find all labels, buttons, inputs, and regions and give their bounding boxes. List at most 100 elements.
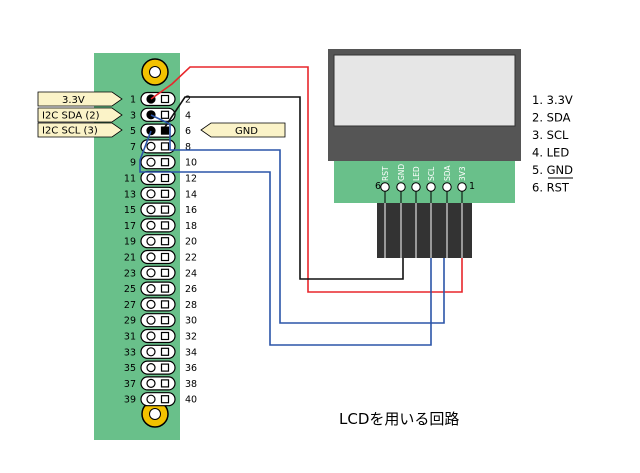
pin-number-right: 36 — [185, 363, 197, 374]
tag-sda: I2C SDA (2) — [37, 107, 123, 123]
pin-number-right: 30 — [185, 316, 197, 327]
mounting-hole-top — [141, 58, 169, 86]
pin-list-item: 3. SCL — [532, 128, 569, 142]
gpio-pin-19 — [146, 236, 156, 246]
tag-scl: I2C SCL (3) — [37, 122, 123, 138]
lcd-pin — [442, 182, 452, 192]
gpio-pin-pair — [140, 234, 176, 249]
pin-number-right: 8 — [185, 142, 191, 153]
gpio-pin-pair — [140, 186, 176, 201]
tag-sda-text: I2C SDA (2) — [42, 111, 100, 122]
lcd-header-label: GND — [397, 164, 406, 181]
gpio-pin-37 — [146, 378, 156, 388]
gpio-pin-38 — [160, 379, 170, 388]
gpio-pin-33 — [146, 347, 156, 357]
tag-3v3: 3.3V — [37, 91, 123, 107]
gpio-pin-14 — [160, 189, 170, 198]
pin-number-left: 37 — [124, 379, 136, 390]
lcd-pin — [426, 182, 436, 192]
pin-list-item: 6. RST — [532, 181, 570, 195]
gpio-pin-pair — [140, 297, 176, 312]
pin-number-right: 10 — [185, 158, 197, 169]
gpio-pin-15 — [146, 205, 156, 215]
gpio-pin-pair — [140, 360, 176, 375]
gpio-pin-12 — [160, 173, 170, 183]
tag-3v3-text: 3.3V — [62, 95, 85, 106]
gpio-pin-10 — [160, 158, 170, 167]
lcd-pin — [457, 182, 467, 192]
lcd-pin — [380, 182, 390, 192]
gpio-pin-20 — [160, 237, 170, 246]
gpio-pin-pair — [140, 170, 176, 186]
pin-list-item: 5. GND — [532, 163, 573, 177]
gpio-pin-pair — [140, 328, 176, 344]
gpio-pin-22 — [160, 252, 170, 262]
lcd-pcb — [334, 161, 515, 203]
pin-number-left: 29 — [124, 316, 136, 327]
tag-gnd-text: GND — [235, 126, 258, 137]
pin-number-right: 18 — [185, 221, 197, 232]
gpio-pin-26 — [160, 284, 170, 293]
pin-number-right: 20 — [185, 237, 197, 248]
gpio-pin-31 — [146, 331, 156, 341]
gpio-pin-9 — [146, 157, 156, 167]
pin-number-left: 19 — [124, 237, 136, 248]
gpio-pin-pair — [140, 107, 176, 122]
lcd-header-label: 3V3 — [458, 166, 467, 181]
gpio-pin-35 — [146, 363, 156, 373]
lcd-connector-wires — [384, 203, 463, 258]
lcd-pin — [396, 182, 406, 192]
lcd-screen — [333, 54, 516, 127]
gpio-pin-18 — [160, 221, 170, 230]
lcd-pin-first-label: 6 — [375, 181, 381, 192]
lcd-header-label: SCL — [427, 166, 436, 181]
gpio-pin-pair — [140, 218, 176, 233]
gpio-pin-32 — [160, 331, 170, 341]
gpio-pin-pair — [140, 313, 176, 328]
gpio-pin-39 — [146, 394, 156, 404]
pin-number-right: 4 — [185, 110, 191, 121]
gpio-pin-pair — [140, 249, 176, 265]
pin-number-left: 23 — [124, 268, 136, 279]
lcd-pin — [411, 182, 421, 192]
gpio-pin-6 — [160, 126, 170, 135]
gpio-pin-34 — [160, 347, 170, 356]
pin-number-left: 31 — [124, 332, 136, 343]
gpio-pin-25 — [146, 284, 156, 294]
gpio-pin-28 — [160, 300, 170, 309]
pin-number-right: 24 — [185, 268, 197, 279]
gpio-pin-pair — [140, 202, 176, 217]
gpio-pin-7 — [146, 141, 156, 151]
wire-black-gnd — [164, 96, 404, 280]
gpio-pin-8 — [160, 142, 170, 151]
wires — [139, 66, 463, 346]
pin-number-right: 34 — [185, 347, 197, 358]
pin-number-right: 12 — [185, 174, 197, 185]
gpio-pin-16 — [160, 205, 170, 214]
gpio-pin-pair — [140, 392, 176, 407]
gpio-pin-40 — [160, 395, 170, 404]
gpio-pin-30 — [160, 316, 170, 325]
pin-number-right: 6 — [185, 126, 191, 137]
pin-list-item: 1. 3.3V — [532, 93, 573, 107]
pin-number-right: 32 — [185, 332, 197, 343]
gpio-pin-pair — [140, 376, 176, 391]
pin-list-item: 2. SDA — [532, 111, 571, 125]
pin-number-right: 40 — [185, 395, 197, 406]
gpio-pin-pair — [140, 265, 176, 280]
tag-gnd: GND — [200, 122, 286, 138]
lcd-header-label: SDA — [443, 165, 452, 181]
pin-number-right: 2 — [185, 95, 191, 106]
gpio-header — [140, 91, 176, 407]
pin-number-right: 16 — [185, 205, 197, 216]
pin-number-left: 33 — [124, 347, 136, 358]
pin-number-left: 27 — [124, 300, 136, 311]
pin-number-left: 1 — [130, 95, 136, 106]
wire-blue-scl — [139, 130, 432, 346]
pin-number-right: 28 — [185, 300, 197, 311]
lcd-header-label: RST — [381, 166, 390, 181]
gpio-pin-pair — [140, 139, 176, 154]
